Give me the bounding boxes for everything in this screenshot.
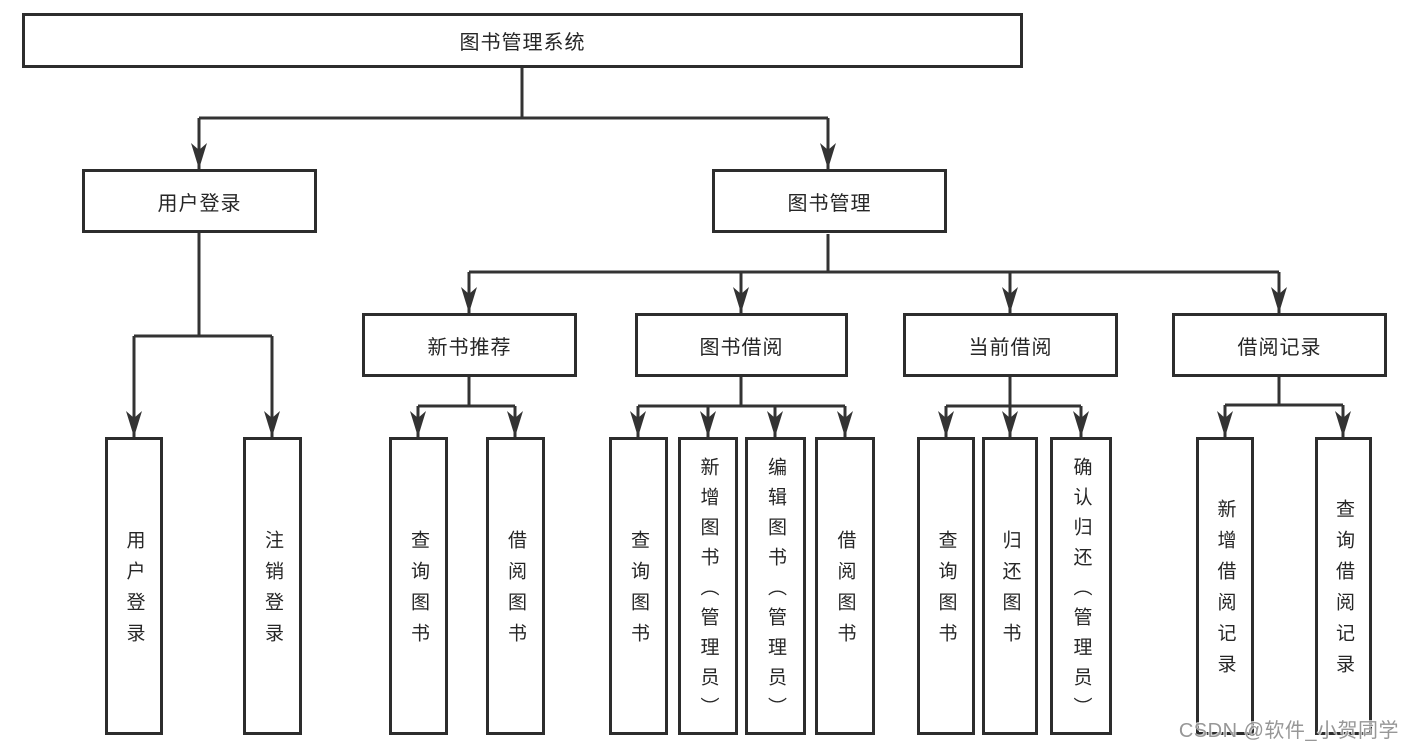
node-label: 借阅记录 — [1237, 336, 1322, 359]
node-label: 用户登录 — [157, 192, 242, 215]
leaf-current-search-books: 查询图书 — [917, 437, 975, 735]
node-label: 注销登录 — [262, 530, 283, 654]
node-label: 图书借阅 — [699, 336, 784, 359]
node-current-borrowing: 当前借阅 — [903, 313, 1118, 377]
node-label: 查询图书 — [935, 530, 957, 654]
node-label: 图书管理系统 — [459, 32, 586, 54]
leaf-borrow-search-books: 查询图书 — [609, 437, 668, 735]
node-label: 用户登录 — [123, 530, 145, 654]
node-library-system: 图书管理系统 — [22, 13, 1023, 68]
leaf-borrow-edit-books-admin: 编辑图书（管理员） — [745, 437, 806, 735]
node-book-management: 图书管理 — [712, 169, 947, 233]
node-label: 查询图书 — [408, 530, 429, 654]
leaf-newbook-search-books: 查询图书 — [389, 437, 448, 735]
node-label: 借阅图书 — [505, 530, 526, 654]
leaf-user-login: 用户登录 — [105, 437, 163, 735]
node-user-login: 用户登录 — [82, 169, 317, 233]
node-label: 归还图书 — [999, 530, 1021, 654]
node-label: 编辑图书（管理员） — [765, 456, 786, 727]
leaf-current-return-books: 归还图书 — [982, 437, 1038, 735]
watermark-text: CSDN @软件_小贺同学 — [1178, 720, 1399, 742]
node-label: 新增借阅记录 — [1214, 499, 1236, 685]
leaf-newbook-borrow-books: 借阅图书 — [486, 437, 545, 735]
node-label: 新书推荐 — [427, 336, 512, 359]
leaf-logout: 注销登录 — [243, 437, 302, 735]
leaf-current-confirm-return-admin: 确认归还（管理员） — [1050, 437, 1112, 735]
node-label: 新增图书（管理员） — [697, 456, 719, 727]
node-borrowing-records: 借阅记录 — [1172, 313, 1387, 377]
node-label: 图书管理 — [787, 192, 872, 215]
node-label: 借阅图书 — [834, 530, 856, 654]
leaf-borrow-borrow-books: 借阅图书 — [815, 437, 875, 735]
leaf-record-search-record: 查询借阅记录 — [1315, 437, 1372, 735]
node-label: 当前借阅 — [968, 336, 1053, 359]
node-label: 确认归还（管理员） — [1070, 456, 1092, 727]
node-label: 查询借阅记录 — [1333, 499, 1354, 685]
node-label: 查询图书 — [628, 530, 649, 654]
leaf-record-add-record: 新增借阅记录 — [1196, 437, 1254, 735]
node-new-book-recommendation: 新书推荐 — [362, 313, 577, 377]
node-book-borrowing: 图书借阅 — [635, 313, 848, 377]
leaf-borrow-add-books-admin: 新增图书（管理员） — [678, 437, 738, 735]
